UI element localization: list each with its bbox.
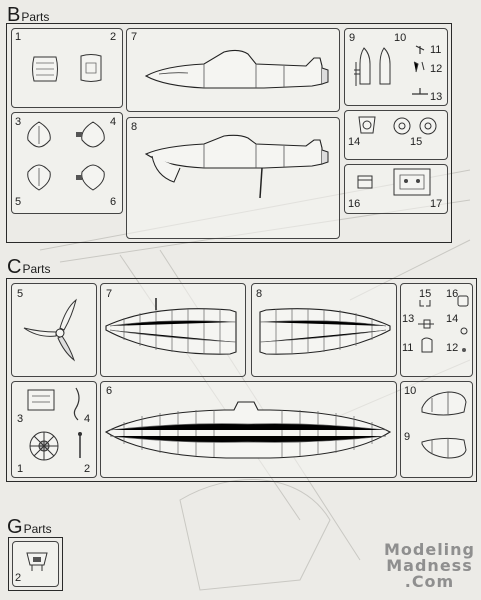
b-part-8-fuselage-half: [144, 134, 329, 199]
b-cell-parts-3-6: [11, 112, 123, 214]
watermark: Modeling Madness .Com: [384, 542, 475, 590]
b-part-7-fuselage-half: [144, 49, 329, 89]
b-part-16-seat: [357, 175, 373, 189]
b-part-number-2: 2: [110, 31, 117, 43]
b-part-number-1: 1: [15, 31, 22, 43]
c-part-number-12: 12: [446, 342, 459, 354]
c-parts-11-16-small-parts: [418, 295, 469, 353]
b-part-number-12: 12: [430, 63, 443, 75]
watermark-line-2: Madness: [386, 556, 473, 575]
b-part-14-bracket: [358, 116, 376, 134]
c-part-number-16: 16: [446, 288, 459, 300]
c-part-number-8: 8: [256, 288, 263, 300]
section-c-letter: C: [7, 256, 22, 278]
b-part-number-14: 14: [348, 136, 361, 148]
b-parts-9-10-drop-tanks: [354, 47, 391, 86]
b-part-2-shape: [80, 54, 102, 82]
b-part-number-10: 10: [394, 32, 407, 44]
c-part-number-5: 5: [17, 288, 24, 300]
b-part-number-13: 13: [430, 91, 443, 103]
b-cell-parts-1-2: [11, 28, 123, 108]
b-part-number-5: 5: [15, 196, 22, 208]
c-part-number-2: 2: [84, 463, 91, 475]
c-part-number-15: 15: [419, 288, 432, 300]
g-part-number-2: 2: [15, 572, 22, 584]
c-part-number-11: 11: [402, 342, 414, 354]
section-g-title: GParts: [7, 516, 52, 539]
c-part-number-7: 7: [106, 288, 113, 300]
g-part-2-shape: [26, 552, 48, 571]
b-part-number-11: 11: [430, 44, 442, 56]
b-parts-11-12-13-small: [412, 45, 428, 95]
b-part-4-fairing: [76, 121, 105, 148]
watermark-line-3: .Com: [404, 572, 455, 591]
section-g-letter: G: [7, 516, 23, 538]
c-part-number-3: 3: [17, 413, 24, 425]
c-part-6-wing-lower: [104, 401, 392, 459]
c-part-number-9: 9: [404, 431, 411, 443]
section-g-frame: [8, 537, 63, 591]
c-part-number-14: 14: [446, 313, 459, 325]
b-part-number-4: 4: [110, 116, 117, 128]
b-part-number-6: 6: [110, 196, 117, 208]
b-part-5-fairing: [27, 164, 51, 191]
c-part-8-wing-upper: [259, 308, 391, 355]
b-part-1-shape: [32, 56, 58, 82]
b-part-15-wheels: [393, 117, 437, 135]
section-c-frame: [6, 278, 477, 482]
section-b-letter: B: [7, 4, 21, 26]
b-part-number-15: 15: [410, 136, 423, 148]
section-c-label: Parts: [22, 262, 51, 276]
b-part-number-7: 7: [131, 31, 138, 43]
b-part-3-fairing: [27, 121, 51, 148]
b-part-17-panel: [393, 168, 431, 196]
section-b-label: Parts: [21, 10, 50, 24]
c-part-7-wing-upper: [105, 298, 237, 355]
c-part-10-canopy: [421, 391, 467, 416]
c-part-5-propeller: [23, 298, 77, 362]
b-part-number-8: 8: [131, 121, 138, 133]
c-part-number-4: 4: [84, 413, 91, 425]
b-part-number-17: 17: [430, 198, 443, 210]
c-part-number-6: 6: [106, 385, 113, 397]
section-b-frame: [6, 23, 452, 243]
c-part-number-13: 13: [402, 313, 415, 325]
b-part-number-9: 9: [349, 32, 356, 44]
section-c-title: CParts: [7, 256, 50, 279]
watermark-line-1: Modeling: [383, 540, 475, 559]
c-part-number-10: 10: [404, 385, 417, 397]
section-g-label: Parts: [23, 522, 52, 536]
c-parts-1-4-engine: [27, 387, 82, 461]
c-cell-part-5: [11, 283, 97, 377]
b-part-number-16: 16: [348, 198, 361, 210]
c-part-9-canopy: [421, 437, 467, 459]
b-part-6-fairing: [76, 164, 105, 191]
section-b-title: BParts: [7, 4, 49, 27]
b-part-number-3: 3: [15, 116, 22, 128]
c-part-number-1: 1: [17, 463, 24, 475]
